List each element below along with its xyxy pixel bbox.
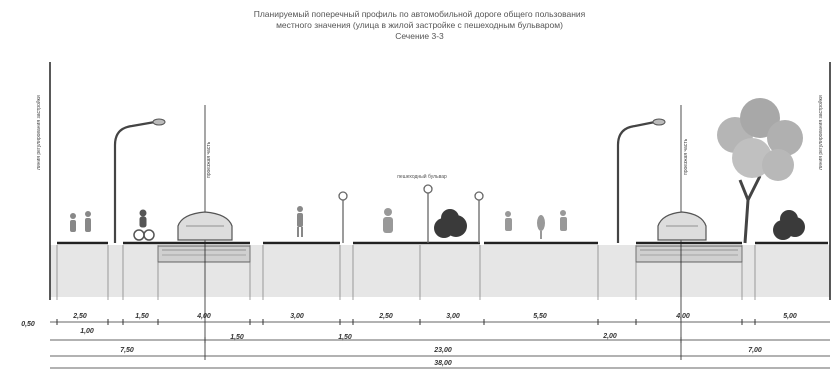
street-lamp-icon (113, 118, 166, 243)
dimension-value: 1,50 (135, 313, 149, 320)
left-red-line-label: линия регулирования застройки (35, 95, 42, 170)
pedestrian-icon (505, 210, 567, 231)
dimension-value: 5,50 (533, 313, 547, 320)
small-tree-icon (537, 215, 545, 239)
pavement-left (157, 245, 251, 263)
dimension-value: 3,00 (290, 313, 304, 320)
svg-text:проезжая часть: проезжая часть (683, 138, 689, 175)
carriageway-label-left: проезжая часть (206, 141, 212, 178)
dimension-lines (50, 321, 830, 369)
dimension-value: 5,00 (783, 313, 797, 320)
boulevard-label: пешеходный бульвар (397, 173, 447, 180)
dimension-value: 1,00 (80, 328, 94, 335)
dimension-value: 1,50 (338, 334, 352, 341)
shrub-icon (773, 210, 805, 240)
total-width: 38,00 (434, 360, 452, 367)
dimension-value: 2,50 (378, 313, 393, 320)
car-icon (177, 211, 233, 241)
dimension-value: 4,00 (675, 313, 690, 320)
segment-dividers (56, 245, 756, 300)
pedestrian-icon (297, 206, 303, 237)
svg-text:линия регулирования застройки: линия регулирования застройки (35, 95, 42, 170)
dimension-value: 7,50 (120, 347, 134, 354)
svg-text:линия регулирования застройки: линия регулирования застройки (817, 95, 824, 170)
section-title: Сечение 3-3 (395, 31, 444, 41)
dimension-value: 0,50 (21, 321, 35, 328)
pedestrian-icon (383, 208, 393, 233)
dimension-value: 7,00 (748, 347, 762, 354)
car-icon (657, 211, 707, 241)
right-red-line-label: линия регулирования застройки (817, 95, 824, 170)
pedestrian-icon (70, 211, 91, 232)
bollard-lamp-icon (338, 184, 484, 243)
dimension-ticks (56, 319, 756, 343)
dimension-value: 1,50 (230, 334, 244, 341)
dimension-value: 23,00 (433, 347, 452, 354)
tree-icon (717, 98, 803, 244)
pavement-right (635, 245, 743, 263)
svg-text:проезжая часть: проезжая часть (206, 141, 212, 178)
dimension-value: 2,50 (72, 313, 87, 320)
dimension-value: 4,00 (196, 313, 211, 320)
carriageway-label-right: проезжая часть (683, 138, 689, 175)
cyclist-icon (133, 209, 155, 241)
title-line-1: Планируемый поперечный профиль по автомо… (253, 9, 586, 19)
street-lamp-icon (616, 118, 666, 243)
dimension-value: 3,00 (446, 313, 460, 320)
title-line-2: местного значения (улица в жилой застрой… (276, 20, 563, 30)
dimension-value: 2,00 (602, 333, 617, 340)
shrub-icon (434, 209, 467, 238)
